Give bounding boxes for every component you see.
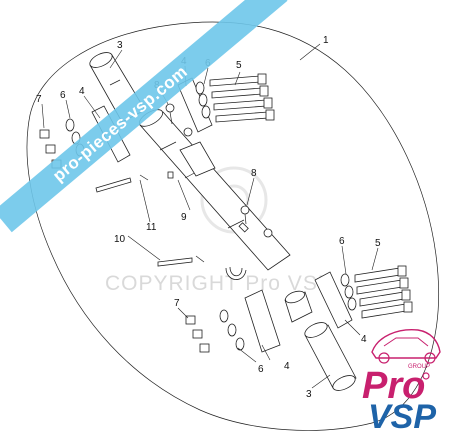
washers xyxy=(65,81,357,351)
callout-6-bottom: 6 xyxy=(258,364,264,375)
callout-8-right: 8 xyxy=(251,168,257,179)
callout-3-bottom: 3 xyxy=(306,389,312,400)
logo-group-label: GROUP xyxy=(408,364,430,370)
callout-9: 9 xyxy=(181,212,187,223)
callout-3-top: 3 xyxy=(117,40,123,51)
callout-7-left: 7 xyxy=(36,94,42,105)
callout-6-right: 6 xyxy=(339,236,345,247)
threaded-rods xyxy=(95,174,205,267)
copyright-watermark: COPYRIGHT Pro VSP xyxy=(105,272,333,295)
short-tube xyxy=(284,290,313,323)
logo-dot-icon xyxy=(422,372,430,380)
callout-5-right: 5 xyxy=(375,238,381,249)
callout-4-right: 4 xyxy=(361,334,367,345)
callout-5-top: 5 xyxy=(236,60,242,71)
callout-11: 11 xyxy=(146,222,157,233)
banner-strip xyxy=(0,0,288,233)
brand-logo: GROUP Pro VSP xyxy=(362,329,441,436)
logo-pro: Pro xyxy=(362,365,425,407)
long-bolts-right xyxy=(354,265,413,319)
u-bolt xyxy=(225,266,247,280)
callout-4-left: 4 xyxy=(79,86,85,97)
screws xyxy=(165,103,273,238)
car-silhouette-icon xyxy=(371,329,441,359)
long-bolts-top xyxy=(209,73,275,123)
lower-tube xyxy=(304,322,357,391)
callout-7-bottom: 7 xyxy=(174,298,180,309)
main-pillar-tube xyxy=(138,109,291,271)
callout-6-left: 6 xyxy=(60,90,66,101)
logo-vsp: VSP xyxy=(368,398,436,436)
callout-1: 1 xyxy=(323,35,329,46)
callout-10: 10 xyxy=(114,234,126,245)
callout-4-bottom: 4 xyxy=(284,361,290,372)
